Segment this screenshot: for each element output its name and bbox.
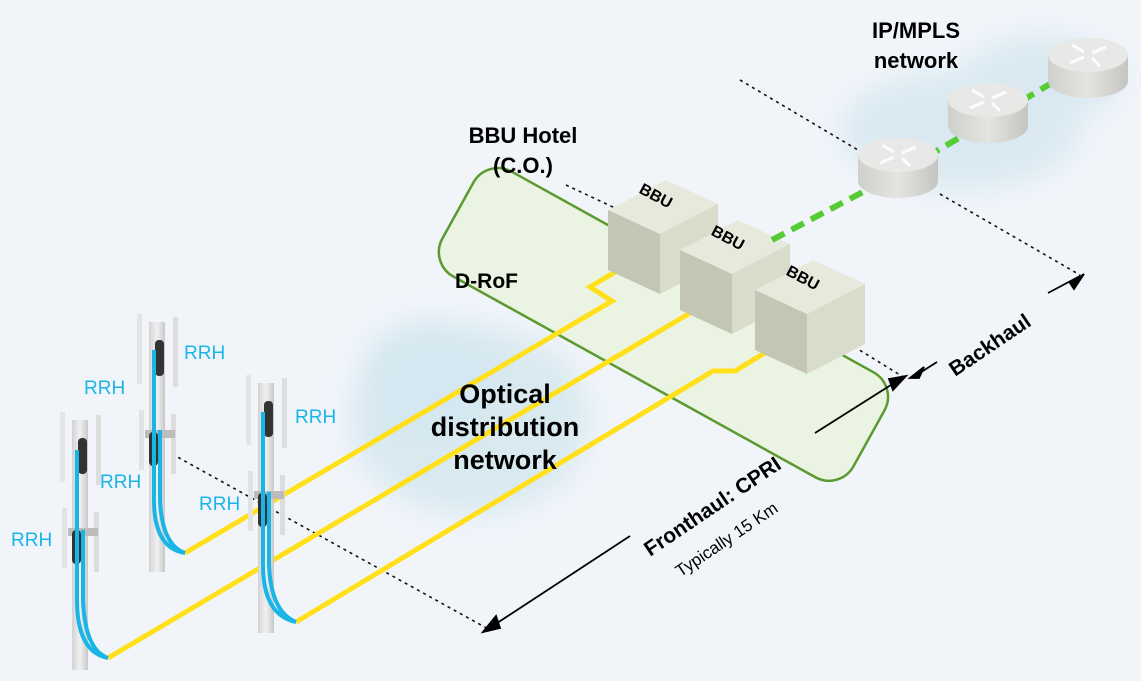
optical-distribution-cloud	[350, 320, 590, 515]
fiber-2	[106, 297, 714, 661]
fronthaul-arrow	[480, 374, 909, 634]
rrh-label-2: RRH	[84, 378, 126, 399]
odn-line-2: distribution	[430, 412, 580, 442]
tower-1	[137, 314, 186, 572]
fiber-3	[294, 337, 788, 625]
dimension-guides	[171, 79, 1081, 631]
rrh-label-6: RRH	[11, 530, 53, 551]
ip-mpls-label: IP/MPLS network	[866, 16, 966, 76]
odn-line-1: Optical	[459, 379, 551, 409]
rrh-label-4: RRH	[100, 472, 142, 493]
router-1	[856, 136, 940, 200]
odn-line-3: network	[453, 445, 557, 475]
ip-mpls-line-1: IP/MPLS	[871, 18, 960, 43]
rrh-label-3: RRH	[295, 407, 337, 428]
tower-2	[246, 375, 297, 633]
rrh-label-1: RRH	[184, 343, 226, 364]
backhaul-arrow	[907, 273, 1085, 379]
bbu-hotel-line-1: BBU Hotel	[468, 123, 578, 148]
ip-mpls-line-2: network	[873, 48, 959, 73]
router-2	[946, 81, 1030, 145]
optical-distribution-label: Optical distribution network	[405, 378, 605, 477]
tower-3	[60, 412, 109, 670]
bbu-hotel-line-2: (C.O.)	[493, 153, 553, 178]
rrh-label-5: RRH	[199, 494, 241, 515]
bbu-hotel-label: BBU Hotel (C.O.)	[448, 121, 598, 181]
drof-label: D-RoF	[455, 270, 518, 293]
router-3	[1046, 36, 1130, 100]
